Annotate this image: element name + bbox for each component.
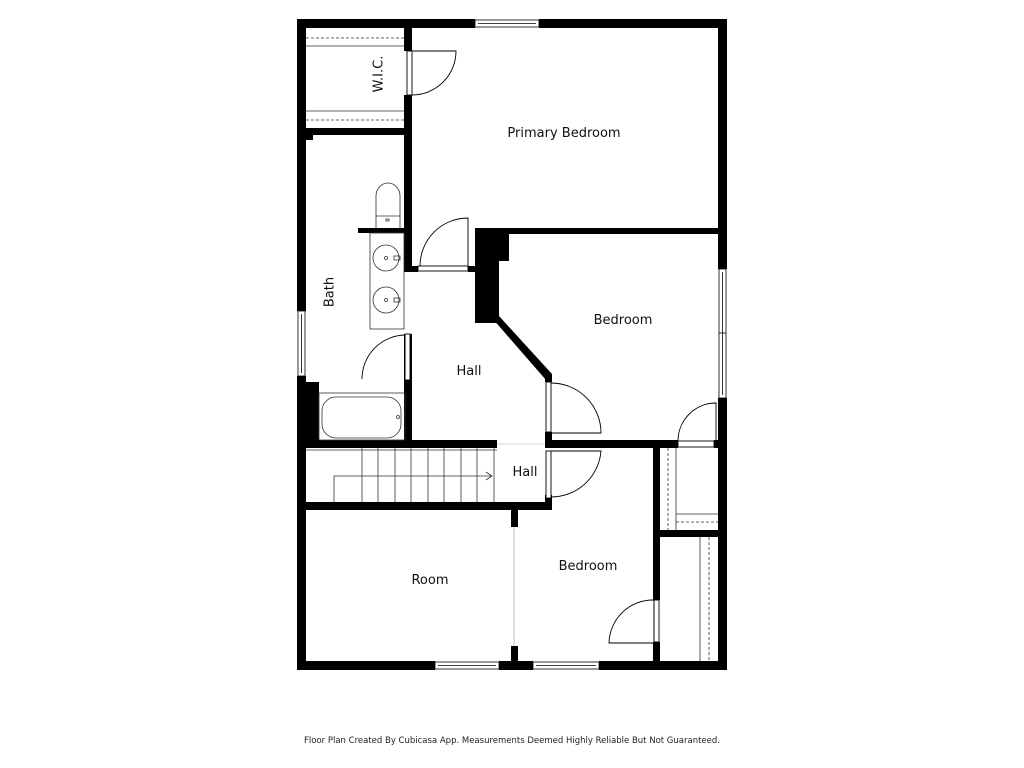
room-label-room: Room	[411, 573, 448, 588]
walls	[297, 19, 727, 670]
room-label-bedroom-east: Bedroom	[594, 313, 653, 328]
room-label-hall-upper: Hall	[457, 364, 482, 379]
staircase	[306, 443, 545, 502]
room-label-bath: Bath	[323, 277, 338, 307]
fixtures	[306, 37, 718, 661]
doors	[361, 50, 717, 646]
room-label-hall-stair: Hall	[513, 465, 538, 480]
windows	[297, 19, 727, 670]
room-label-wic: W.I.C.	[372, 56, 387, 93]
room-label-primary-bedroom: Primary Bedroom	[507, 126, 620, 141]
room-label-bedroom-south: Bedroom	[559, 559, 618, 574]
footer-disclaimer: Floor Plan Created By Cubicasa App. Meas…	[304, 736, 720, 746]
